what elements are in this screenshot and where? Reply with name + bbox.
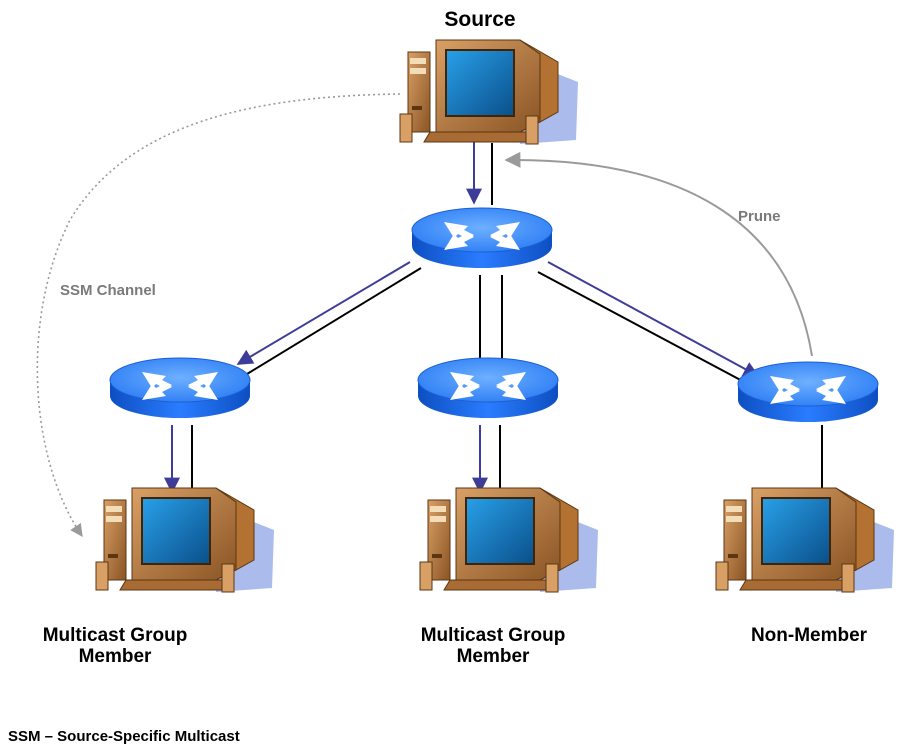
router-icon-right [737,361,879,423]
left-host-label-line2: Member [78,645,152,667]
router-icon-left [109,357,251,419]
computer-icon-non-member [715,487,895,593]
computer-icon-middle-member [419,487,599,593]
middle-host-label-line1: Multicast Group [420,625,566,646]
computer-icon-left-member [95,487,275,593]
left-host-label: Multicast Group Member [10,625,220,668]
router-icon-core [411,207,553,269]
right-host-label: Non-Member [750,625,868,646]
prune-arrow [504,151,813,357]
router-icon-middle [417,357,559,419]
computer-icon-source [399,39,579,145]
link-core-right [537,271,749,385]
ssm-channel-label: SSM Channel [60,282,156,299]
flow-core-right [547,261,760,377]
link-core-left [246,267,422,375]
multicast-flow [164,140,760,494]
flow-core-left [236,261,411,365]
middle-host-label: Multicast Group Member [388,625,598,668]
source-title: Source [444,8,516,31]
left-host-label-line1: Multicast Group [42,625,188,646]
footnote: SSM – Source-Specific Multicast [8,728,240,745]
network-links [191,143,823,492]
prune-label: Prune [738,208,781,225]
middle-host-label-line2: Member [456,645,530,667]
ssm-channel-path [36,93,401,538]
